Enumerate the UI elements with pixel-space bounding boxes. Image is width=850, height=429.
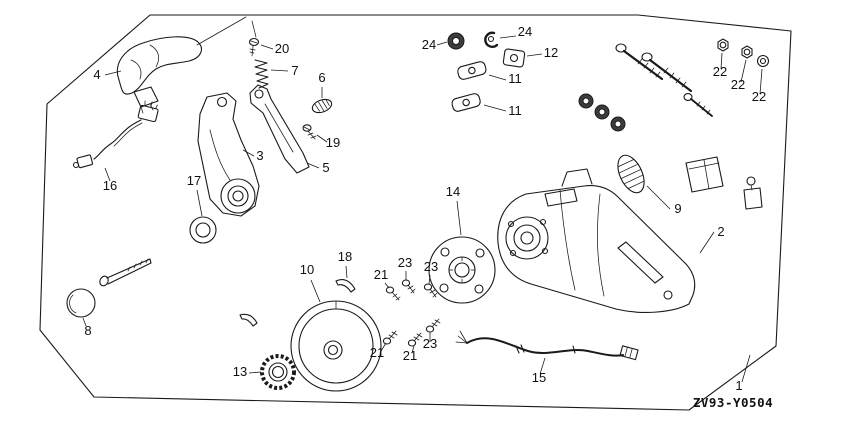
- leader-line-3: [242, 149, 255, 157]
- leader-line-22: [720, 52, 723, 70]
- leader-line-4: [104, 70, 122, 76]
- leader-line-11: [483, 104, 507, 112]
- part-label-6: 6: [318, 70, 325, 85]
- part-14-mounting-plate: [428, 236, 496, 304]
- diagram-code: ZV93-Y0504: [693, 395, 773, 410]
- part-label-10: 10: [300, 262, 314, 277]
- leader-line-20: [260, 44, 274, 50]
- leader-line-12: [526, 53, 543, 57]
- leader-line-19: [316, 134, 328, 143]
- leader-line-21: [380, 342, 387, 352]
- leader-line-9: [646, 185, 671, 210]
- part-label-22: 22: [713, 64, 727, 79]
- leader-line-18: [345, 265, 348, 279]
- part-label-22: 22: [752, 89, 766, 104]
- leader-line-21: [384, 282, 390, 289]
- part-10-cover-disc: [290, 300, 382, 392]
- part-label-16: 16: [103, 178, 117, 193]
- leader-line-7: [270, 69, 289, 72]
- part-4-handle-grip: [116, 16, 257, 114]
- grommet-washers: [578, 93, 626, 132]
- part-label-21: 21: [370, 345, 384, 360]
- part-24-washer-clip: [447, 31, 499, 50]
- leader-line-24: [499, 35, 517, 39]
- part-8-knob-shaft: [66, 258, 152, 318]
- part-6-bushing: [311, 98, 333, 114]
- part-label-7: 7: [291, 63, 298, 78]
- part-13-toothed-ring: [260, 354, 296, 390]
- part-label-11: 11: [508, 103, 522, 118]
- leader-line-22: [740, 59, 747, 83]
- part-label-23: 23: [423, 336, 437, 351]
- leader-line-14: [456, 200, 462, 236]
- part-7-spring: [254, 59, 269, 89]
- part-19-screw: [302, 124, 317, 140]
- part-label-21: 21: [374, 267, 388, 282]
- leader-line-22: [759, 68, 763, 95]
- part-11-clamps: [451, 61, 487, 112]
- leader-line-8: [82, 317, 87, 327]
- leader-line-21: [411, 345, 415, 354]
- part-label-12: 12: [544, 45, 558, 60]
- leader-line-10: [310, 279, 321, 303]
- part-label-18: 18: [338, 249, 352, 264]
- part-18-shim-arc: [239, 279, 356, 327]
- part-label-23: 23: [424, 259, 438, 274]
- part-3-control-arm: [197, 92, 260, 217]
- part-label-3: 3: [256, 148, 263, 163]
- part-label-5: 5: [322, 160, 329, 175]
- leader-line-11: [488, 74, 507, 81]
- leader-line-24: [436, 41, 448, 46]
- part-15-wire-harness: [455, 330, 639, 361]
- diagram-border: [39, 14, 792, 411]
- part-label-21: 21: [403, 348, 417, 363]
- leader-line-16: [104, 167, 111, 182]
- part-label-8: 8: [84, 323, 91, 338]
- part-17-seal-ring: [189, 216, 217, 244]
- leader-line-1: [741, 354, 751, 383]
- leader-line-13: [248, 371, 262, 374]
- parts-21-23-screws: [382, 279, 441, 347]
- part-label-22: 22: [731, 77, 745, 92]
- part-label-13: 13: [233, 364, 247, 379]
- part-label-19: 19: [326, 135, 340, 150]
- part-16-wire-plug: [72, 100, 159, 169]
- part-5-lever-arm: [249, 84, 310, 174]
- part-2-housing: [497, 168, 696, 313]
- part-label-17: 17: [187, 173, 201, 188]
- part-label-11: 11: [508, 71, 522, 86]
- part-22-bolts-nuts: [615, 38, 770, 117]
- part-label-24: 24: [422, 37, 436, 52]
- part-12-block: [502, 48, 526, 68]
- part-label-23: 23: [398, 255, 412, 270]
- part-9-ribbed-grip: [617, 154, 645, 194]
- part-label-14: 14: [446, 184, 460, 199]
- part-label-9: 9: [674, 201, 681, 216]
- leader-line-2: [699, 231, 715, 254]
- part-label-24: 24: [518, 24, 532, 39]
- leader-line-15: [539, 357, 546, 375]
- part-20-screw: [248, 37, 260, 57]
- leader-line-17: [196, 189, 203, 217]
- part-label-1: 1: [735, 378, 742, 393]
- leader-line-23: [428, 274, 431, 285]
- key-tag: [743, 176, 763, 210]
- leader-line-5: [306, 162, 320, 169]
- booklet: [685, 156, 724, 193]
- part-label-2: 2: [717, 224, 724, 239]
- part-label-20: 20: [275, 41, 289, 56]
- part-label-15: 15: [532, 370, 546, 385]
- part-label-4: 4: [93, 67, 100, 82]
